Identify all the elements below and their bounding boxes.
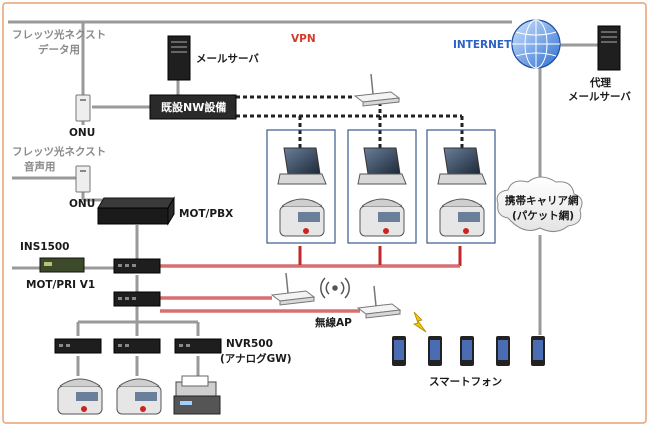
nvr500-sub-label: (アナログGW)	[220, 352, 292, 365]
flets-data-sub-label: データ用	[38, 43, 80, 56]
nvr500-icon	[113, 338, 161, 354]
carrier-cloud-icon	[496, 176, 583, 232]
desk-phone-icon	[439, 198, 485, 237]
smartphone-label: スマートフォン	[429, 376, 502, 388]
flets-voice-label: フレッツ光ネクスト	[12, 145, 106, 158]
ins1500-label: INS1500	[20, 241, 69, 253]
onu-top-label: ONU	[69, 127, 95, 139]
vpn-label: VPN	[291, 33, 316, 45]
proxy-sub-label: メールサーバ	[568, 91, 631, 103]
nvr500-icon	[54, 338, 102, 354]
onu-icon	[75, 94, 91, 122]
mot-pbx-label: MOT/PBX	[179, 208, 233, 220]
switch-hub-icon	[113, 291, 161, 307]
smartphone-icon	[496, 336, 510, 366]
proxy-server-icon	[597, 25, 621, 71]
laptop-icon	[437, 147, 487, 185]
laptop-icon	[277, 147, 327, 185]
onu-bottom-label: ONU	[69, 198, 95, 210]
dotted-lines	[236, 95, 464, 150]
wireless-ap-label: 無線AP	[315, 316, 352, 329]
nvr500-icon	[174, 338, 222, 354]
wireless-ap-icon	[356, 285, 402, 319]
onu-icon	[75, 165, 91, 193]
carrier-label: 携帯キャリア網	[505, 194, 579, 207]
wireless-ap-icon	[270, 272, 316, 306]
gray-lines	[8, 20, 598, 376]
router-icon	[353, 73, 401, 107]
smartphone-icon	[460, 336, 474, 366]
smartphone-icon	[428, 336, 442, 366]
globe-icon	[511, 19, 561, 69]
desk-phone-icon	[116, 378, 162, 415]
terminal-groups	[266, 129, 496, 244]
proxy-label: 代理	[589, 76, 611, 89]
desk-phone-icon	[57, 378, 103, 415]
flets-voice-sub-label: 音声用	[24, 160, 56, 173]
ins1500-icon	[39, 257, 85, 273]
smartphone-icon	[531, 336, 545, 366]
desk-phone-icon	[279, 198, 325, 237]
existing-nw-box	[149, 94, 237, 120]
mail-server-icon	[167, 35, 191, 81]
mail-server-label: メールサーバ	[196, 53, 259, 65]
lightning-icon	[413, 311, 427, 333]
wifi-signal-icon	[320, 277, 350, 299]
switch-hub-icon	[113, 258, 161, 274]
laptop-icon	[357, 147, 407, 185]
mot-pri-label: MOT/PRI V1	[26, 279, 95, 291]
desk-phone-icon	[359, 198, 405, 237]
existing-nw-label: 既設NW設備	[161, 100, 226, 114]
pbx-icon	[97, 196, 175, 226]
flets-data-label: フレッツ光ネクスト	[12, 28, 106, 41]
carrier-sub-label: (パケット網)	[512, 209, 574, 222]
fax-icon	[173, 375, 221, 415]
smartphones	[392, 336, 545, 366]
smartphone-icon	[392, 336, 406, 366]
nvr500-label: NVR500	[226, 338, 273, 350]
internet-label: INTERNET	[453, 39, 512, 51]
